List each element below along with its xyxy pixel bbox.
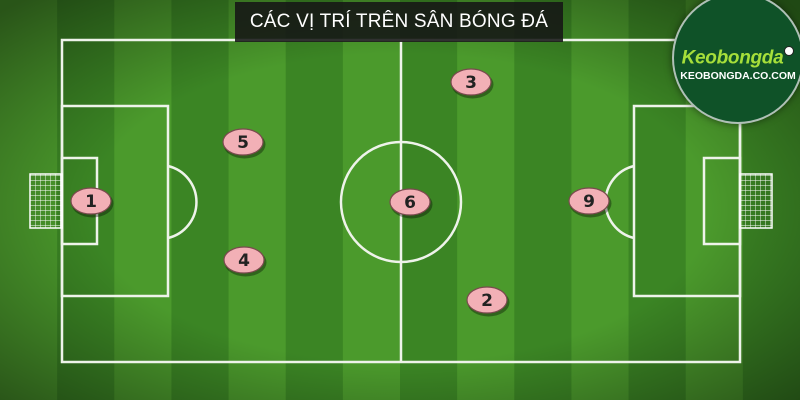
logo-domain: KEOBONGDA.CO.COM [680, 70, 796, 82]
player-number: 6 [404, 193, 416, 213]
marker-oval [389, 188, 431, 216]
title-banner: CÁC VỊ TRÍ TRÊN SÂN BÓNG ĐÁ [235, 2, 563, 42]
logo-brand: Keobongda [679, 46, 797, 69]
marker-oval [223, 246, 265, 274]
player-marker-2: 2 [466, 286, 510, 317]
player-markers: 1 2 3 4 5 6 9 [70, 68, 612, 317]
right-goal [739, 173, 773, 229]
player-number: 2 [481, 291, 493, 311]
marker-oval [568, 187, 610, 215]
player-number: 1 [85, 192, 97, 212]
player-marker-1: 1 [70, 187, 114, 218]
left-penalty-arc [167, 164, 198, 240]
player-marker-9: 9 [568, 187, 612, 218]
player-number: 3 [465, 73, 477, 93]
logo-badge [672, 0, 800, 124]
player-marker-4: 4 [223, 246, 267, 277]
marker-oval [70, 187, 112, 215]
football-icon [784, 46, 795, 56]
page-title: CÁC VỊ TRÍ TRÊN SÂN BÓNG ĐÁ [249, 11, 549, 32]
player-number: 9 [583, 192, 595, 212]
center-circle [339, 140, 463, 264]
player-number: 5 [237, 133, 249, 153]
marker-oval [466, 286, 508, 314]
marker-oval [222, 128, 264, 156]
player-marker-6: 6 [389, 188, 433, 219]
player-number: 4 [238, 251, 250, 271]
left-goal [29, 173, 63, 229]
marker-oval [450, 68, 492, 96]
player-marker-5: 5 [222, 128, 266, 159]
player-marker-3: 3 [450, 68, 494, 99]
